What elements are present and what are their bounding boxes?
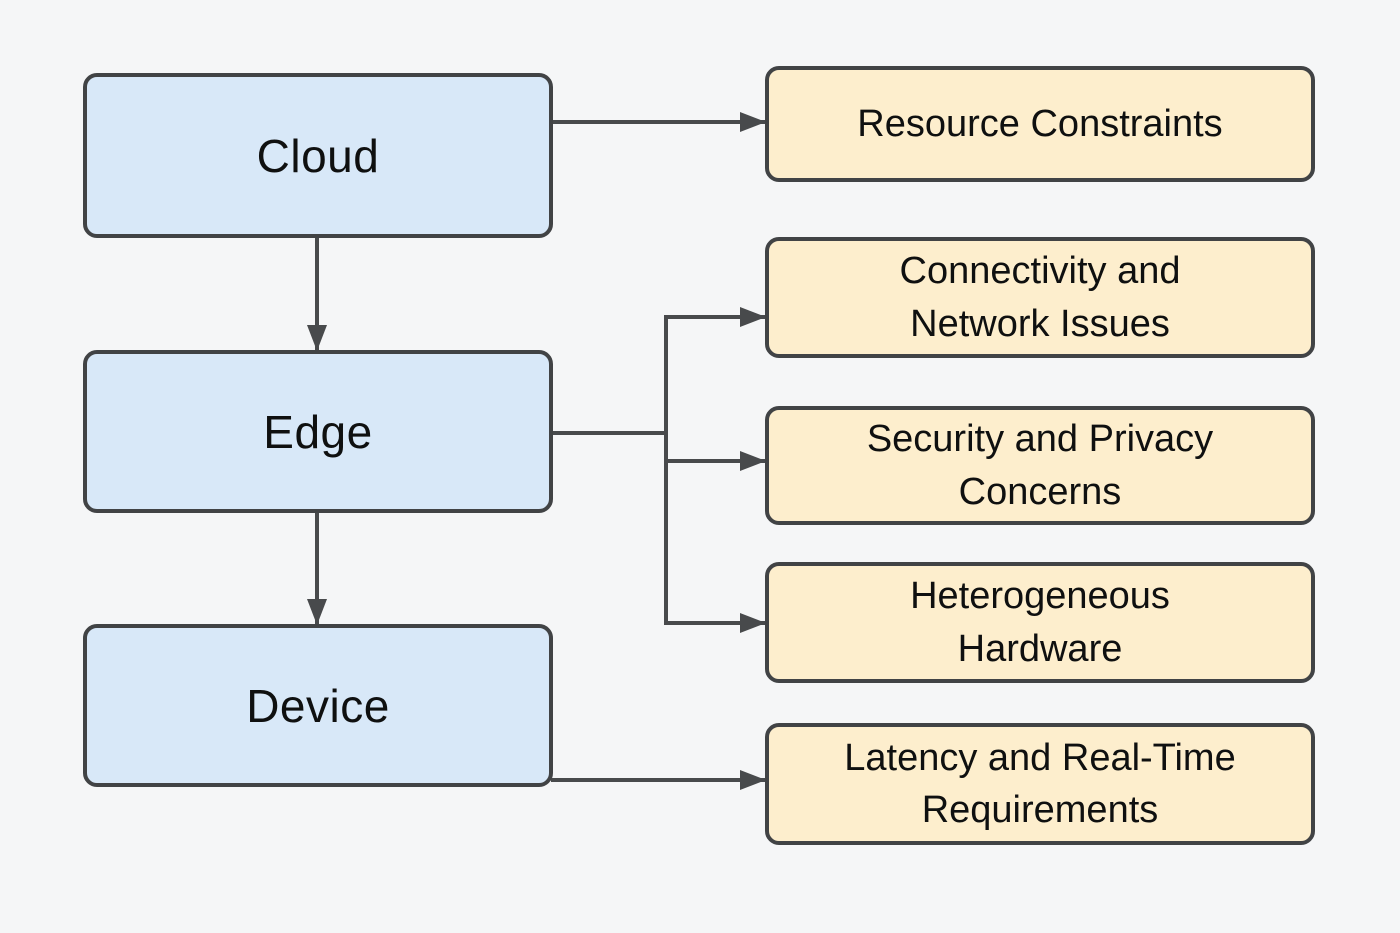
node-connectivity-issues: Connectivity and Network Issues <box>765 237 1315 358</box>
node-security-privacy: Security and Privacy Concerns <box>765 406 1315 525</box>
node-device: Device <box>83 624 553 787</box>
node-latency-realtime: Latency and Real-Time Requirements <box>765 723 1315 845</box>
node-latency-realtime-label: Latency and Real-Time Requirements <box>844 736 1236 831</box>
node-edge-label: Edge <box>263 405 373 458</box>
node-resource-constraints-label: Resource Constraints <box>857 102 1223 145</box>
node-cloud-label: Cloud <box>256 129 380 182</box>
node-security-privacy-label: Security and Privacy Concerns <box>866 418 1214 513</box>
node-cloud: Cloud <box>83 73 553 238</box>
node-device-label: Device <box>246 679 390 732</box>
node-resource-constraints: Resource Constraints <box>765 66 1315 182</box>
node-edge: Edge <box>83 350 553 513</box>
node-heterogeneous-hardware: Heterogeneous Hardware <box>765 562 1315 683</box>
node-connectivity-issues-label: Connectivity and Network Issues <box>899 250 1181 345</box>
node-heterogeneous-hardware-label: Heterogeneous Hardware <box>910 575 1170 670</box>
